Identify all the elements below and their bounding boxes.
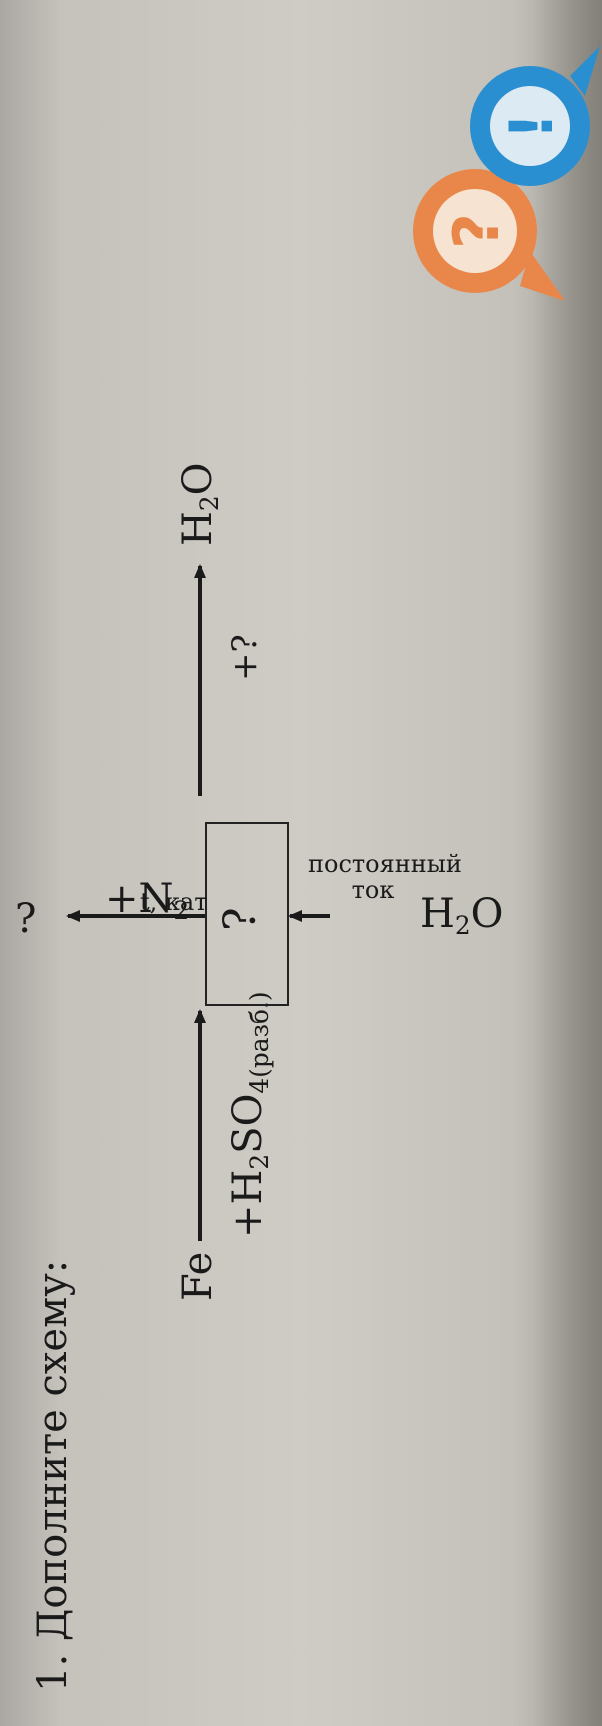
question-speech-bubble-icon: ? <box>413 169 565 301</box>
svg-text:?: ? <box>440 213 513 249</box>
exclamation-speech-bubble-icon: ! <box>470 46 600 186</box>
svg-text:!: ! <box>497 112 567 139</box>
